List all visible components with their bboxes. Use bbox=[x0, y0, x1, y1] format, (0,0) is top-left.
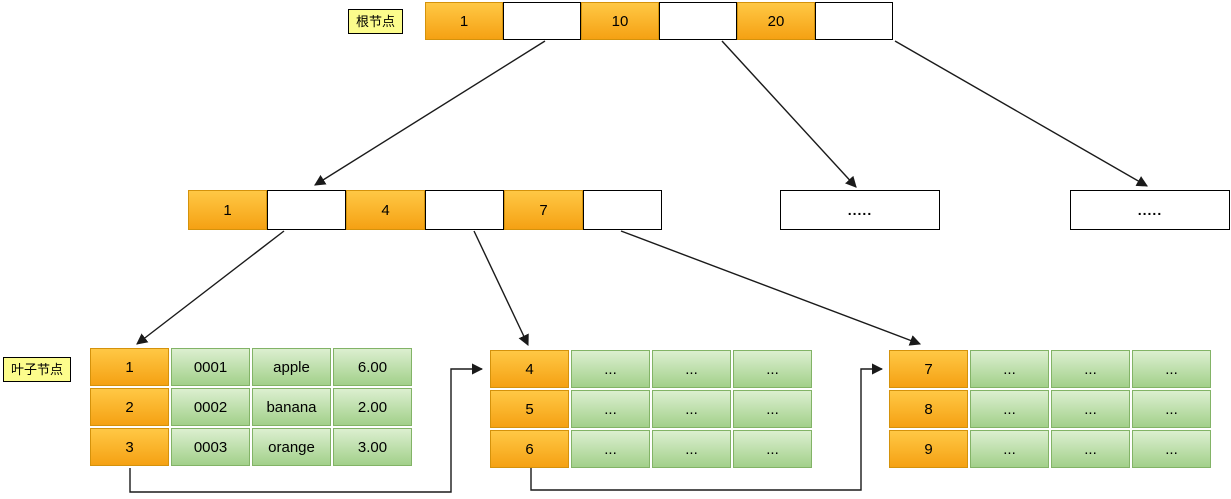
leaf-data-cell: ... bbox=[652, 390, 731, 428]
internal-pointer-cell bbox=[583, 190, 662, 230]
arrow-internal-to-leaf3 bbox=[620, 230, 922, 346]
internal-key-cell: 1 bbox=[188, 190, 267, 230]
leaf-data-cell: 3.00 bbox=[333, 428, 412, 466]
arrow-root-to-overflow-right bbox=[894, 40, 1148, 187]
leaf-key-cell: 3 bbox=[90, 428, 169, 466]
leaf-data-cell: ... bbox=[970, 390, 1049, 428]
leaf-table-2: 4 ... ... ... 5 ... ... ... 6 ... ... ..… bbox=[490, 350, 812, 468]
internal-pointer-cell bbox=[425, 190, 504, 230]
leaf-data-cell: ... bbox=[1051, 430, 1130, 468]
leaf-data-cell: ... bbox=[1051, 350, 1130, 388]
leaf-table-1: 1 0001 apple 6.00 2 0002 banana 2.00 3 0… bbox=[90, 348, 412, 466]
leaf-data-cell: 6.00 bbox=[333, 348, 412, 386]
leaf-data-cell: 0002 bbox=[171, 388, 250, 426]
leaf-data-cell: ... bbox=[1132, 350, 1211, 388]
leaf-table-3: 7 ... ... ... 8 ... ... ... 9 ... ... ..… bbox=[889, 350, 1211, 468]
internal-node: 1 4 7 bbox=[188, 190, 662, 230]
internal-node-ellipsis-right: ..... bbox=[1070, 190, 1230, 230]
leaf-data-cell: ... bbox=[733, 430, 812, 468]
leaf-data-cell: banana bbox=[252, 388, 331, 426]
internal-key-cell: 7 bbox=[504, 190, 583, 230]
arrow-internal-to-leaf2 bbox=[473, 230, 529, 347]
leaf-data-cell: ... bbox=[1132, 430, 1211, 468]
root-key-cell: 10 bbox=[581, 2, 659, 40]
root-pointer-cell bbox=[659, 2, 737, 40]
leaf-key-cell: 5 bbox=[490, 390, 569, 428]
root-pointer-cell bbox=[815, 2, 893, 40]
root-pointer-cell bbox=[503, 2, 581, 40]
root-node-label: 根节点 bbox=[348, 9, 404, 34]
leaf-data-cell: 2.00 bbox=[333, 388, 412, 426]
leaf-data-cell: 0003 bbox=[171, 428, 250, 466]
leaf-key-cell: 8 bbox=[889, 390, 968, 428]
leaf-data-cell: ... bbox=[970, 350, 1049, 388]
leaf-data-cell: ... bbox=[733, 350, 812, 388]
leaf-data-cell: ... bbox=[1132, 390, 1211, 428]
leaf-data-cell: apple bbox=[252, 348, 331, 386]
leaf-key-cell: 7 bbox=[889, 350, 968, 388]
root-key-cell: 1 bbox=[425, 2, 503, 40]
leaf-data-cell: ... bbox=[652, 350, 731, 388]
arrow-internal-to-leaf1 bbox=[136, 230, 285, 345]
leaf-key-cell: 4 bbox=[490, 350, 569, 388]
arrow-root-to-internal bbox=[314, 40, 546, 186]
leaf-data-cell: ... bbox=[571, 390, 650, 428]
leaf-data-cell: ... bbox=[733, 390, 812, 428]
leaf-data-cell: 0001 bbox=[171, 348, 250, 386]
leaf-key-cell: 1 bbox=[90, 348, 169, 386]
arrow-root-to-overflow-left bbox=[721, 40, 857, 188]
leaf-data-cell: ... bbox=[970, 430, 1049, 468]
leaf-data-cell: ... bbox=[1051, 390, 1130, 428]
leaf-key-cell: 6 bbox=[490, 430, 569, 468]
internal-pointer-cell bbox=[267, 190, 346, 230]
leaf-key-cell: 2 bbox=[90, 388, 169, 426]
leaf-key-cell: 9 bbox=[889, 430, 968, 468]
internal-node-ellipsis-left: ..... bbox=[780, 190, 940, 230]
root-key-cell: 20 bbox=[737, 2, 815, 40]
leaf-data-cell: ... bbox=[652, 430, 731, 468]
internal-key-cell: 4 bbox=[346, 190, 425, 230]
leaf-node-label: 叶子节点 bbox=[3, 357, 72, 382]
leaf-data-cell: ... bbox=[571, 350, 650, 388]
leaf-data-cell: ... bbox=[571, 430, 650, 468]
root-node: 1 10 20 bbox=[425, 2, 893, 40]
leaf-data-cell: orange bbox=[252, 428, 331, 466]
